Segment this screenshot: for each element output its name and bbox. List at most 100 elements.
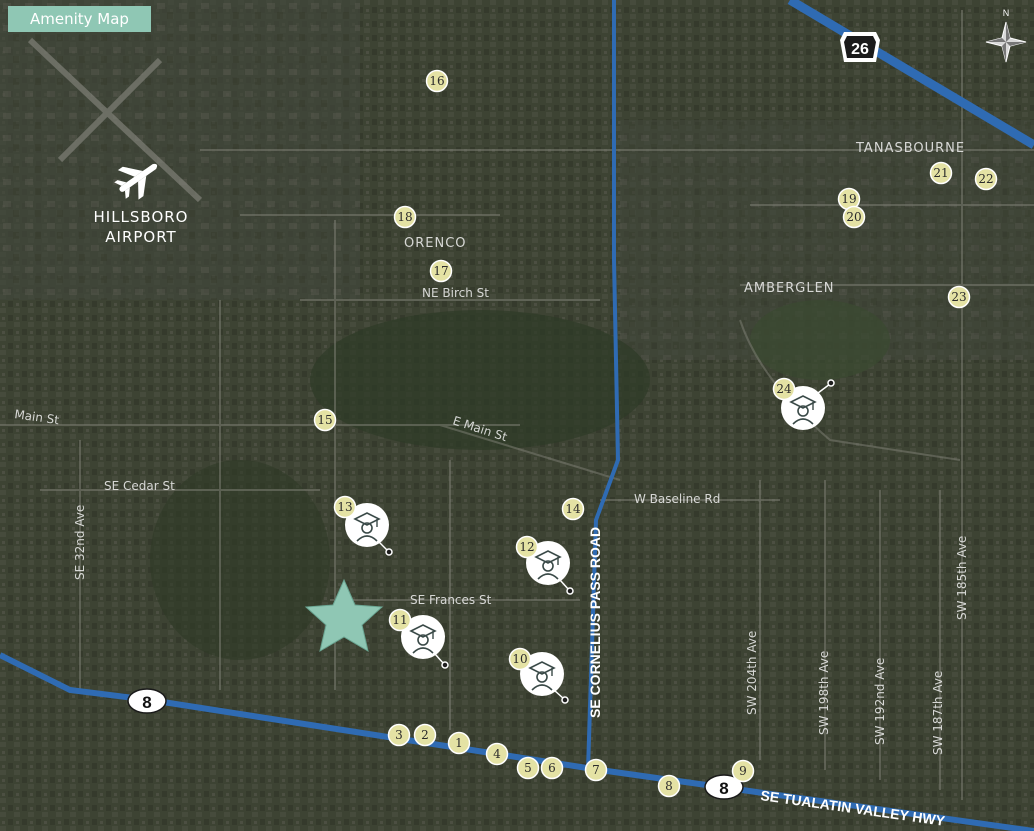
amenity-marker-circle [974,167,998,191]
school-icon-13[interactable] [344,502,393,556]
amenity-marker-number: 5 [524,761,532,775]
property-star-icon[interactable] [304,578,384,653]
sw-204th-ave-label: SW 204th Ave [745,631,759,715]
amenity-marker-number: 20 [846,210,861,224]
highway-8-number-east: 8 [719,779,728,798]
amenity-marker-7[interactable]: 7 [584,758,608,782]
amenity-marker-15[interactable]: 15 [313,408,337,432]
compass-rose-icon: N [985,8,1027,63]
highway-26-number: 26 [851,41,869,58]
amenity-marker-circle [947,285,971,309]
tanasbourne-label: TANASBOURNE [855,141,965,156]
amenity-marker-circle [540,756,564,780]
airport-runways [27,37,203,203]
amenity-marker-9[interactable]: 9 [731,759,755,783]
map-title: Amenity Map [8,6,151,32]
school-icon-11[interactable] [400,614,449,669]
amenity-marker-circle [772,377,796,401]
amenity-marker-circle [731,759,755,783]
amenity-marker-4[interactable]: 4 [485,742,509,766]
amenity-marker-number: 1 [455,736,463,750]
amenity-marker-number: 11 [392,613,407,627]
school-icon-12[interactable] [525,540,574,595]
amenity-marker-23[interactable]: 23 [947,285,971,309]
wooded-area [150,460,330,660]
amenity-marker-number: 9 [739,764,747,778]
amenity-marker-12[interactable]: 12 [515,535,539,559]
amenity-marker-circle [447,731,471,755]
amenity-marker-number: 15 [317,413,332,427]
highway-8-shield-east[interactable]: 8 [704,774,744,800]
sw-185th-ave-label: SW 185th Ave [955,536,969,620]
amenity-marker-2[interactable]: 2 [413,723,437,747]
amenity-marker-number: 17 [433,264,448,278]
school-icon-10[interactable] [519,651,569,704]
cornelius-pass-road-label: SE CORNELIUS PASS ROAD [587,527,603,718]
main-st-west-label: Main St [14,407,61,427]
amenity-marker-number: 8 [665,779,673,793]
local-streets [0,10,1034,800]
amenity-marker-number: 23 [951,290,966,304]
se-cedar-st-label: SE Cedar St [104,479,175,493]
amenity-marker-circle [508,647,532,671]
amenity-marker-circle [561,497,585,521]
amenity-marker-circle [425,69,449,93]
amenity-marker-circle [842,205,866,229]
amenity-marker-11[interactable]: 11 [388,608,412,632]
amenity-marker-8[interactable]: 8 [657,774,681,798]
amenity-marker-3[interactable]: 3 [387,723,411,747]
amenity-marker-number: 16 [429,74,444,88]
cornelius-pass-road-line [586,0,621,771]
school-icon-24[interactable] [780,379,835,431]
amenity-marker-number: 4 [493,747,501,761]
amenity-marker-17[interactable]: 17 [429,259,453,283]
amenity-marker-21[interactable]: 21 [929,161,953,185]
highway-8-number-west: 8 [142,693,151,712]
amenity-marker-number: 24 [776,382,792,396]
amenity-marker-circle [657,774,681,798]
airport-label-line2: AIRPORT [105,228,176,246]
amenity-marker-circle [393,205,417,229]
amenity-marker-number: 19 [841,192,856,206]
amenity-marker-1[interactable]: 1 [447,731,471,755]
amenity-marker-number: 14 [565,502,581,516]
amenity-marker-number: 10 [512,652,527,666]
se-frances-st-label: SE Frances St [410,593,492,607]
ne-birch-st-label: NE Birch St [422,286,489,300]
amenity-marker-circle [584,758,608,782]
amenity-marker-number: 18 [397,210,412,224]
amenity-marker-10[interactable]: 10 [508,647,532,671]
amenity-marker-number: 13 [337,500,352,514]
amenity-marker-circle [516,756,540,780]
amenity-marker-16[interactable]: 16 [425,69,449,93]
amenity-marker-number: 2 [421,728,429,742]
w-baseline-rd-label: W Baseline Rd [634,492,720,506]
amenity-marker-14[interactable]: 14 [561,497,585,521]
amenity-marker-circle [429,259,453,283]
airplane-icon [114,163,158,200]
amenity-marker-circle [485,742,509,766]
amberglen-label: AMBERGLEN [744,281,835,296]
orenco-label: ORENCO [404,236,467,251]
amenity-marker-circle [515,535,539,559]
amenity-marker-number: 12 [519,540,534,554]
amenity-marker-13[interactable]: 13 [333,495,357,519]
amenity-marker-6[interactable]: 6 [540,756,564,780]
airport-label-line1: HILLSBORO [93,208,188,226]
sw-187th-ave-label: SW 187th Ave [931,671,945,755]
amenity-marker-22[interactable]: 22 [974,167,998,191]
amenity-marker-24[interactable]: 24 [772,377,796,401]
amenity-marker-20[interactable]: 20 [842,205,866,229]
amenity-marker-5[interactable]: 5 [516,756,540,780]
highway-26-road [787,0,1034,149]
amenity-marker-18[interactable]: 18 [393,205,417,229]
highway-26-shield[interactable]: 26 [840,32,880,62]
greenbelt-area [310,310,650,450]
amenity-marker-circle [413,723,437,747]
sw-198th-ave-label: SW 198th Ave [817,651,831,735]
amenity-marker-number: 7 [592,763,600,777]
amenity-marker-circle [929,161,953,185]
amenity-marker-number: 3 [395,728,403,742]
highway-8-shield-west[interactable]: 8 [127,688,167,714]
